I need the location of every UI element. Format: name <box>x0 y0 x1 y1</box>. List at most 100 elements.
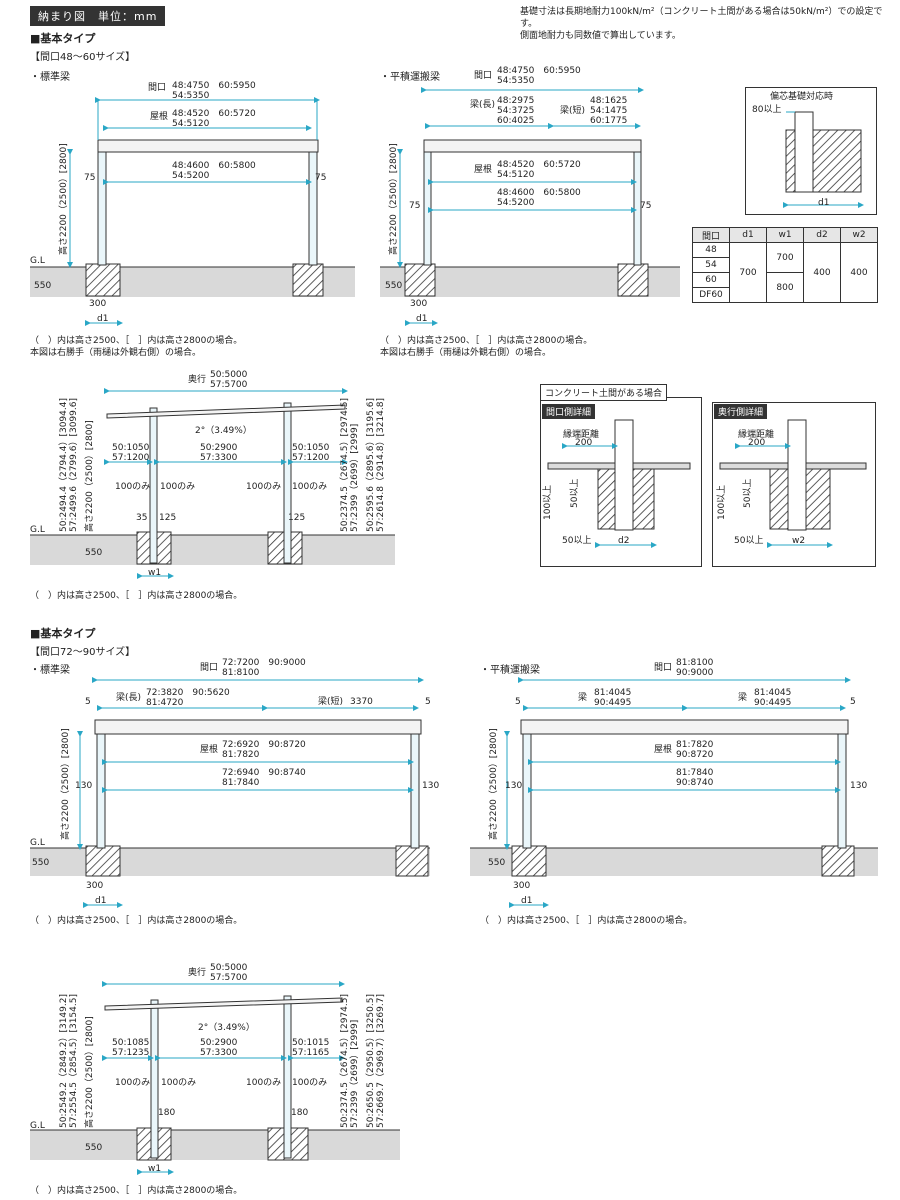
caption-2: （ ）内は高さ2500、［ ］内は高さ2800の場合。 本図は右勝手（雨樋は外観… <box>380 335 592 359</box>
label-beam-2: 梁 <box>738 691 747 703</box>
dim-ov-a: 50:1050 <box>112 443 150 453</box>
dim-550: 550 <box>488 858 505 868</box>
dim-fh1-b: 90:4495 <box>594 698 631 708</box>
label-beam-short: 梁(短) <box>318 695 343 707</box>
offset-foundation-title: 偏芯基礎対応時 <box>770 92 834 102</box>
caption-2b: 本図は右勝手（雨樋は外観右側）の場合。 <box>380 348 552 358</box>
label-only100-4: 100のみ <box>292 481 327 492</box>
dim-fh1-a: 81:4045 <box>594 688 631 698</box>
dim-depth-b: 57:5700 <box>210 380 248 390</box>
label-only100-1: 100のみ <box>115 481 150 492</box>
dim-fh2-b: 90:4495 <box>754 698 791 708</box>
caption-2a: （ ）内は高さ2500、［ ］内は高さ2800の場合。 <box>380 336 593 346</box>
dim-35: 35 <box>136 513 147 523</box>
dim-roof-b: 54:5120 <box>172 119 210 129</box>
dim-550: 550 <box>85 548 102 558</box>
dim-180-left: 180 <box>158 1108 175 1118</box>
dim-125: 125 <box>159 513 176 523</box>
dim-d1: d1 <box>95 896 106 906</box>
dim-depth-b: 57:5700 <box>210 973 248 983</box>
dim-right-h2-a: 50:2650.5（2950.5）[3250.5] <box>365 994 376 1128</box>
caption-1: （ ）内は高さ2500、［ ］内は高さ2800の場合。 本図は右勝手（雨樋は外観… <box>30 335 242 359</box>
dim-75-left: 75 <box>409 201 420 211</box>
dim-75-left: 75 <box>84 173 95 183</box>
dim-5-right: 5 <box>425 697 431 707</box>
section-1-flat-label: ・平積運搬梁 <box>380 72 440 83</box>
dim-roof-a: 81:7820 <box>676 740 714 750</box>
dim-300: 300 <box>410 299 427 309</box>
dim-roof-a: 48:4520 60:5720 <box>497 160 581 170</box>
offset-foundation-sketch: 80以上 d1 <box>752 104 864 208</box>
front-view-standard-48-60: 間口 48:4750 60:5950 54:5350 屋根 48:4520 60… <box>30 81 355 326</box>
dim-open-b: 90:9000 <box>676 668 714 678</box>
dim-50b: 50以上 <box>562 535 591 546</box>
dim-75-right: 75 <box>315 173 326 183</box>
dim-roof-a: 48:4520 60:5720 <box>172 109 256 119</box>
dim-right-h-b: 57:2399（2699）[2999] <box>349 424 360 532</box>
dim-left-h-a: 50:2549.2（2849.2）[3149.2] <box>58 994 69 1128</box>
dim-125b: 125 <box>288 513 305 523</box>
section-2-standard-label: ・標準梁 <box>30 665 70 676</box>
dim-ov-a: 50:1085 <box>112 1038 149 1048</box>
dim-130-left: 130 <box>505 781 522 791</box>
label-slope: 2°（3.49%） <box>195 425 252 436</box>
dim-roof-b: 90:8720 <box>676 750 714 760</box>
dim-hl-b: 81:4720 <box>146 698 184 708</box>
dim-open-a: 81:8100 <box>676 658 714 668</box>
dim-130-left: 130 <box>75 781 92 791</box>
label-okuyuki: 奥行 <box>188 373 206 385</box>
label-maguchi: 間口 <box>200 662 218 673</box>
label-beam-short: 梁(短) <box>560 104 585 116</box>
dim-130-right: 130 <box>422 781 439 791</box>
dim-5-left: 5 <box>85 697 91 707</box>
dim-post-a: 48:4600 60:5800 <box>172 161 256 171</box>
dim-open-b: 54:5350 <box>172 91 210 101</box>
section-1-subtitle: 【間口48〜60サイズ】 <box>30 52 136 63</box>
foundation-right <box>292 263 324 297</box>
dim-roof-a: 72:6920 90:8720 <box>222 740 306 750</box>
dim-roof-b: 81:7820 <box>222 750 260 760</box>
post-left <box>97 139 107 266</box>
label-only100-4: 100のみ <box>292 1077 327 1088</box>
concrete-slab-title: コンクリート土間がある場合 <box>540 384 668 401</box>
dim-w2: w2 <box>792 536 805 546</box>
front-detail-sketch: 縁端距離 200 100以上 50以上 50以上 d2 <box>542 419 691 548</box>
dim-open-b: 81:8100 <box>222 668 260 678</box>
note-line-2: 側面地耐力も同数値で算出しています。 <box>520 31 681 41</box>
dim-height: 高さ2200（2500）[2800] <box>57 143 69 255</box>
dim-200: 200 <box>575 438 592 448</box>
front-view-standard-72-90: 間口 72:7200 90:9000 81:8100 5 5 梁(長) 72:3… <box>30 658 439 908</box>
label-beam-1: 梁 <box>578 691 587 703</box>
dim-hs-a: 48:1625 <box>590 96 627 106</box>
section-1-title: ■基本タイプ <box>30 32 96 45</box>
foundation-note: 基礎寸法は長期地耐力100kN/m²（コンクリート土間がある場合は50kN/m²… <box>520 6 890 42</box>
dim-550: 550 <box>34 281 51 291</box>
dim-fh2-a: 81:4045 <box>754 688 791 698</box>
side-view-1: 奥行 50:5000 57:5700 2°（3.49%） 50:1050 57:… <box>30 370 395 579</box>
depth-detail-title: 奥行側詳細 <box>714 404 768 419</box>
label-edge: 縁端距離 <box>563 428 599 440</box>
dim-550: 550 <box>85 1143 102 1153</box>
dim-right-h2-a: 50:2595.6（2895.6）[3195.6] <box>365 398 376 532</box>
section-2-flat-label: ・平積運搬梁 <box>480 665 540 676</box>
dim-hs: 3370 <box>350 697 373 707</box>
dim-left-h-a: 50:2494.4（2794.4）[3094.4] <box>58 398 69 532</box>
dim-left-h-b: 57:2499.6（2799.6）[3099.6] <box>68 398 79 532</box>
dim-ov-b: 57:1235 <box>112 1048 149 1058</box>
dim-hl-a: 72:3820 90:5620 <box>146 688 230 698</box>
caption-4: （ ）内は高さ2500、［ ］内は高さ2800の場合。 <box>30 916 243 926</box>
caption-3: （ ）内は高さ2500、［ ］内は高さ2800の場合。 <box>30 591 243 601</box>
dim-height: 高さ2200（2500）[2800] <box>387 143 399 255</box>
dim-mid-a: 50:2900 <box>200 443 238 453</box>
dim-mid-a: 50:2900 <box>200 1038 238 1048</box>
dim-post-b: 90:8740 <box>676 778 714 788</box>
label-maguchi: 間口 <box>148 82 166 93</box>
front-view-flat-72-90: 間口 81:8100 90:9000 5 5 梁 81:4045 90:4495… <box>470 658 878 908</box>
side-view-2: 奥行 50:5000 57:5700 2°（3.49%） 50:1085 57:… <box>30 963 400 1175</box>
dim-w1: w1 <box>148 1164 161 1174</box>
dim-50: 50以上 <box>569 479 580 508</box>
label-beam-long: 梁(長) <box>116 691 141 703</box>
dim-100: 100以上 <box>542 485 553 520</box>
dim-50: 50以上 <box>742 479 753 508</box>
